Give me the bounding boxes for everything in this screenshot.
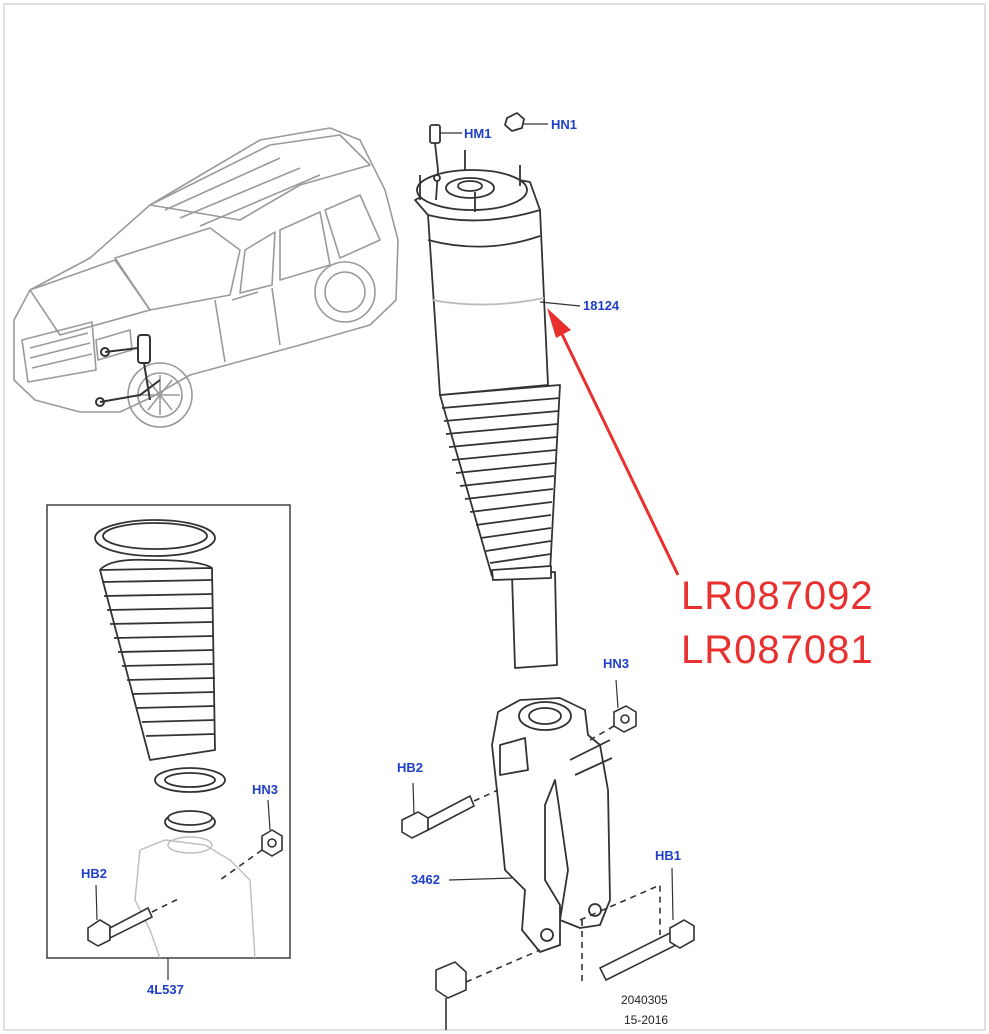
- drawing-date: 15-2016: [624, 1013, 669, 1027]
- leader-lines-main: [412, 123, 674, 921]
- vehicle-outline: [13, 127, 399, 428]
- callout-hb2-inset: HB2: [81, 866, 108, 881]
- page-frame: [3, 3, 986, 1031]
- lower-bracket: [435, 949, 541, 1030]
- callout-4l537: 4L537: [147, 982, 184, 997]
- inset-knuckle-ghost: [134, 836, 256, 959]
- callout-hb1: HB1: [655, 848, 682, 863]
- nut-hn3-main: [589, 705, 637, 741]
- steering-knuckle: [491, 697, 613, 953]
- part-number-2: LR087081: [681, 628, 874, 672]
- callout-hn1: HN1: [551, 117, 578, 132]
- annotation-arrow: [547, 308, 680, 576]
- callout-hm1: HM1: [464, 126, 492, 141]
- leader-lines-inset: [95, 799, 271, 921]
- bolt-hb1: [579, 883, 695, 985]
- replacement-bellows: [94, 519, 226, 833]
- callout-3462: 3462: [411, 872, 440, 887]
- callout-hn3-inset: HN3: [252, 782, 279, 797]
- drawing-number: 2040305: [621, 993, 668, 1007]
- callout-hn3-main: HN3: [603, 656, 630, 671]
- inset-bolt-hb2: [87, 897, 181, 947]
- bolt-hb2-main: [401, 789, 499, 839]
- air-strut-assembly: [414, 112, 561, 669]
- callout-18124: 18124: [583, 298, 620, 313]
- part-number-1: LR087092: [681, 574, 874, 618]
- inset-nut-hn3: [219, 829, 283, 881]
- callout-hb2-main: HB2: [397, 760, 424, 775]
- vehicle-strut-highlight: [95, 334, 161, 407]
